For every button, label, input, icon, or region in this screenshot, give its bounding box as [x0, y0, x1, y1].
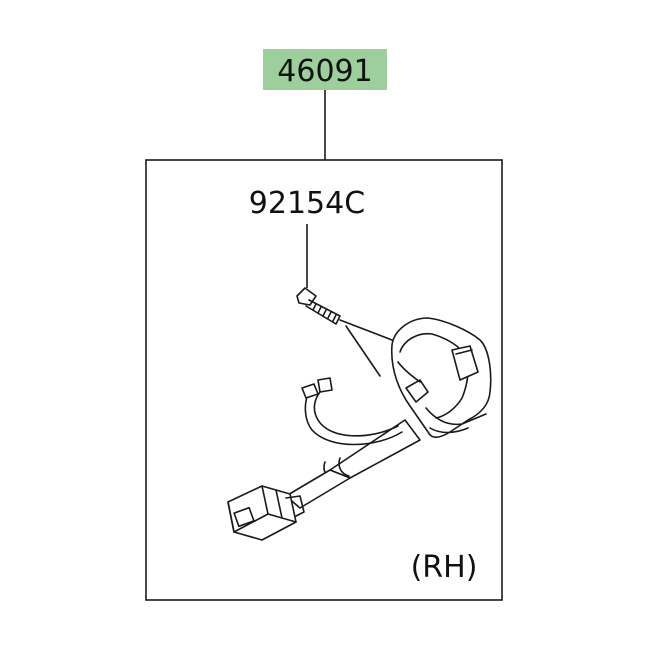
main-part-number[interactable]: 46091 [277, 54, 372, 89]
cable-drawing [285, 377, 421, 509]
bolt-drawing [296, 287, 393, 377]
assembly-frame [145, 159, 503, 601]
sub-part-number[interactable]: 92154C [249, 186, 365, 221]
handlebar-switch-assembly-drawing [390, 317, 492, 439]
main-part-number-highlight [263, 49, 387, 90]
side-note-label: (RH) [411, 550, 478, 585]
connector-drawing [227, 485, 305, 541]
